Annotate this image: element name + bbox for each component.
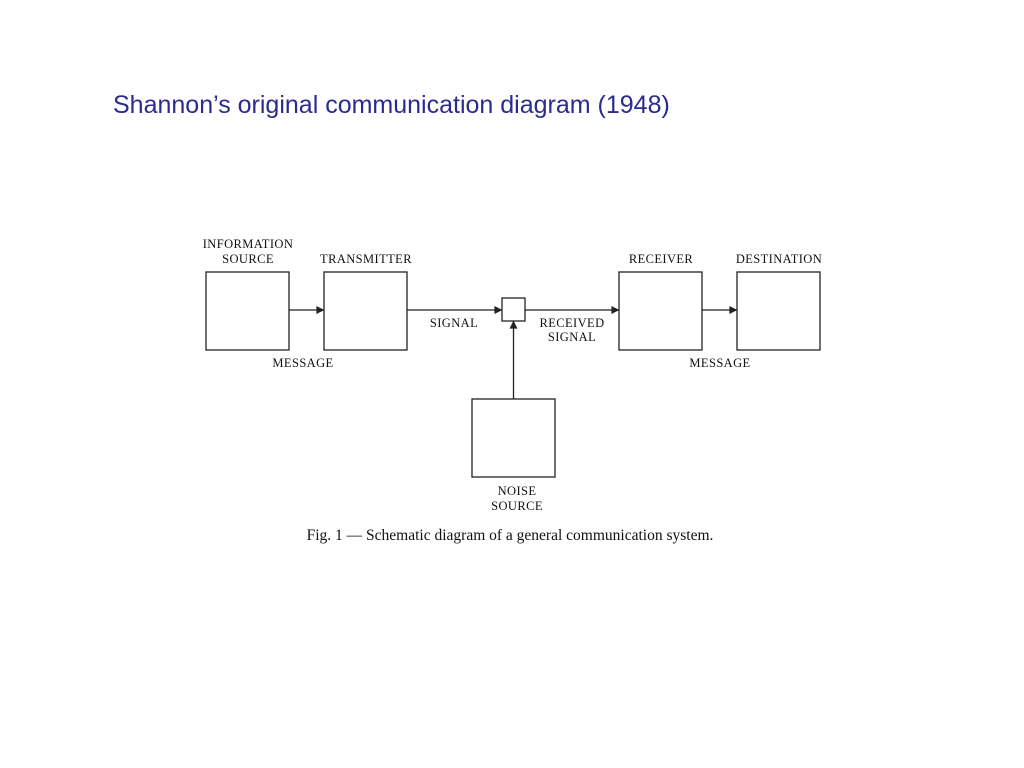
signal-label: SIGNAL (430, 316, 478, 330)
information-source-box (205, 271, 290, 351)
noise-combiner-box (501, 297, 526, 322)
noise-source-label-line1: NOISE (498, 484, 537, 498)
receiver-label: RECEIVER (629, 252, 694, 266)
noise-source-label-line2: SOURCE (491, 499, 543, 513)
destination-box (736, 271, 821, 351)
transmitter-box (323, 271, 408, 351)
message-label-right: MESSAGE (689, 356, 750, 370)
transmitter-label: TRANSMITTER (320, 252, 412, 266)
received-signal-label-line1: RECEIVED (540, 316, 605, 330)
slide-title: Shannon’s original communication diagram… (113, 91, 670, 119)
figure-caption: Fig. 1 — Schematic diagram of a general … (307, 527, 714, 544)
message-label-left: MESSAGE (272, 356, 333, 370)
noise-source-box (471, 398, 556, 478)
received-signal-label-line2: SIGNAL (548, 330, 596, 344)
destination-label: DESTINATION (736, 252, 822, 266)
information-source-label-line2: SOURCE (222, 252, 274, 266)
receiver-box (618, 271, 703, 351)
information-source-label-line1: INFORMATION (203, 237, 294, 251)
